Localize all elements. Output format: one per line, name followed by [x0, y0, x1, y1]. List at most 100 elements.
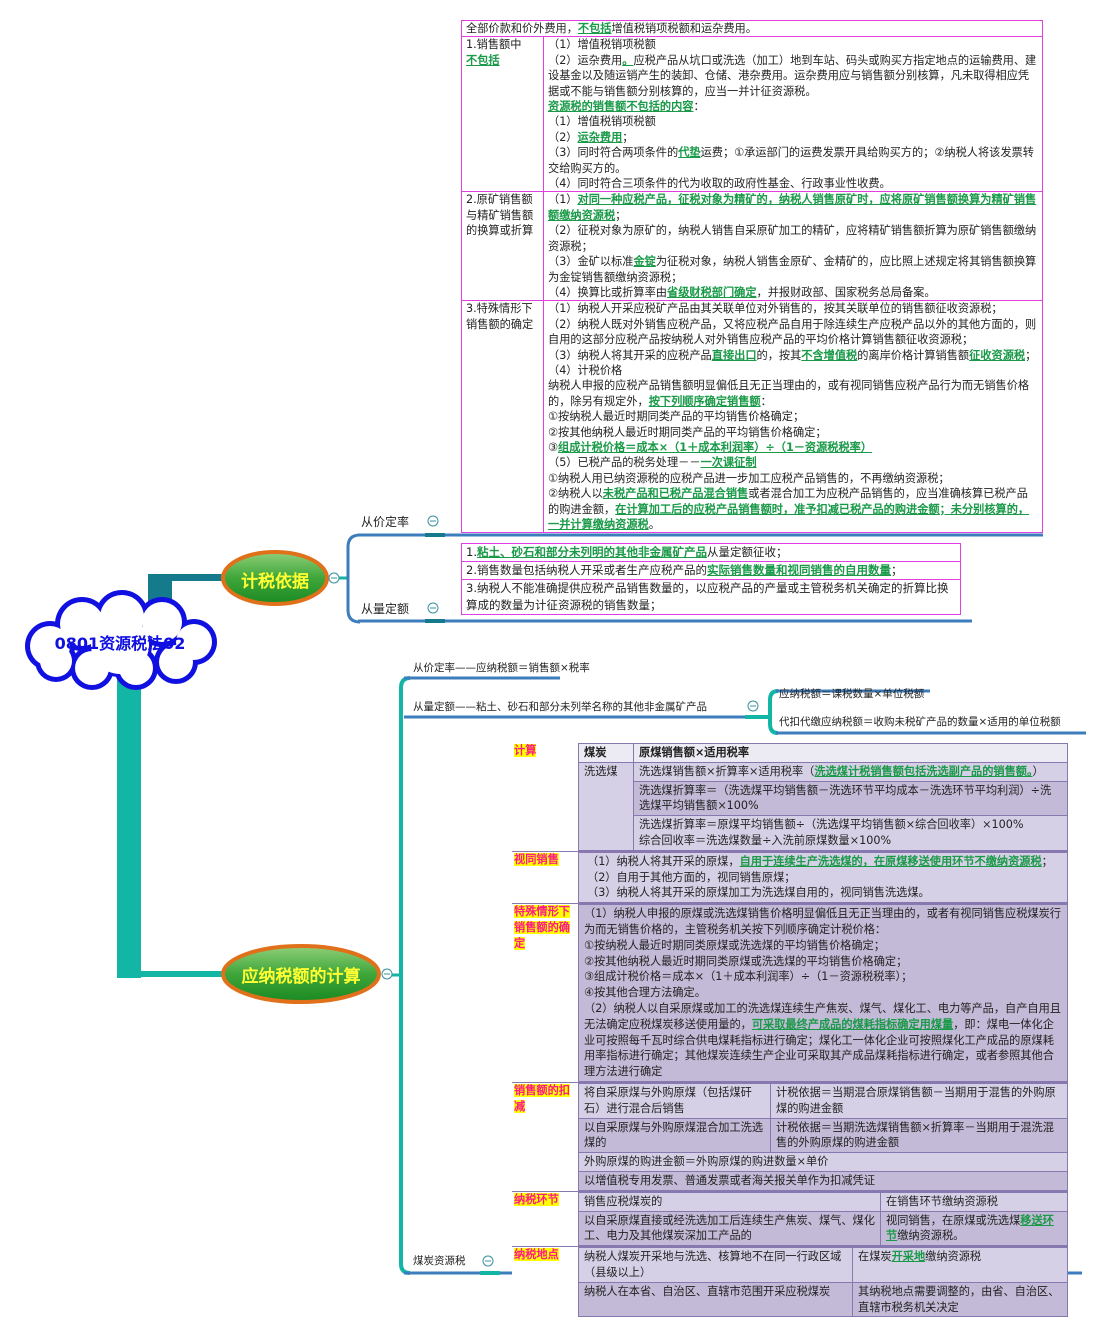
collapse-icon[interactable]	[427, 602, 439, 614]
table-cell: 2.销售数量包括纳税人开采或者生产应税产品的实际销售数量和视同销售的自用数量；	[461, 561, 961, 580]
table-cell: 纳税人在本省、自治区、直辖市范围开采应税煤炭	[578, 1281, 853, 1317]
node-tax-calculation[interactable]: 应纳税额的计算	[241, 967, 361, 987]
paragraph: （2）运杂费用。应税产品从坑口或洗选（加工）地到车站、码头或购买方指定地点的运输…	[548, 53, 1038, 99]
paragraph: 1.销售额中	[466, 37, 539, 52]
paragraph: （4）同时符合三项条件的代为收取的政府性基金、行政事业性收费。	[548, 176, 1038, 191]
highlight-text: 代垫	[678, 146, 701, 160]
text-segment: （3）纳税人将其开采的原煤加工为洗选煤自用的，视同销售洗选煤。	[587, 886, 930, 900]
text-segment: （4）换算比或折算率由	[548, 285, 667, 299]
text-segment: ①按纳税人最近时期同类产品的平均销售价格确定；	[548, 410, 805, 424]
paragraph: （1）增值税销项税额	[548, 114, 1038, 129]
text-segment: 洗选煤销售额×折算率×适用税率（	[639, 764, 815, 778]
paragraph: 纳税人在本省、自治区、直辖市范围开采应税煤炭	[584, 1284, 847, 1300]
text-segment: 洗选煤折算率＝（洗选煤平均销售额－洗选环节平均成本－洗选环节平均利润）÷洗选煤平…	[639, 783, 1052, 813]
paragraph: （2）运杂费用；	[548, 130, 1038, 145]
paragraph: 计税依据＝当期混合原煤销售额－当期用于混售的外购原煤的购进金额	[776, 1085, 1062, 1117]
table-cell: 视同销售，在原煤或洗选煤移送环节缴纳资源税。	[880, 1210, 1068, 1247]
topic-ad-valorem-formula[interactable]: 从价定率——应纳税额＝销售额×税率	[413, 662, 590, 674]
table-cell: 1.粘土、砂石和部分未列明的其他非金属矿产品从量定额征收；	[461, 543, 961, 562]
paragraph: （1）对同一种应税产品，征税对象为精矿的，纳税人销售原矿时，应将原矿销售额换算为…	[548, 192, 1038, 223]
text-segment: 综合回收率＝洗选煤数量÷入洗前原煤数量×100%	[639, 833, 892, 847]
text-segment: ；	[1025, 348, 1037, 362]
bracket	[346, 533, 361, 624]
topic-specific-amount[interactable]: 从量定额	[361, 602, 410, 616]
text-segment: 缴纳资源税。	[897, 1229, 965, 1243]
paragraph: ④按其他合理方法确定。	[584, 985, 1062, 1001]
table-cell: 以自采原煤与外购原煤混合加工洗选煤的	[578, 1117, 771, 1154]
node-tax-basis[interactable]: 计税依据	[241, 572, 309, 592]
text-segment: ；	[622, 130, 634, 144]
highlight-text: 洗选煤计税销售额包括洗选副产品的销售额。	[814, 764, 1033, 778]
text-segment: （1）增值税销项税额	[548, 38, 656, 52]
text-segment: （1）纳税人将其开采的原煤，	[587, 854, 740, 868]
row-content: （1）纳税人开采应税矿产品由其关联单位对外销售的，按其关联单位的销售额征收资源税…	[543, 300, 1043, 534]
collapse-icon[interactable]	[328, 572, 340, 584]
collapse-icon[interactable]	[381, 968, 393, 980]
topic-ad-valorem[interactable]: 从价定率	[361, 515, 410, 529]
highlight-text: 不包括	[466, 53, 500, 67]
paragraph: （1）纳税人将其开采的原煤，自用于连续生产洗选煤的，在原煤移送使用环节不缴纳资源…	[587, 854, 1062, 870]
text-segment: 增值税销项税额和运杂费用。	[611, 22, 757, 35]
collapse-icon[interactable]	[427, 515, 439, 527]
text-segment: 纳税人申报的应税产品销售额明显偏低且无正当理由的，或有视同销售应税产品行为而无销…	[548, 379, 1030, 408]
collapse-icon[interactable]	[747, 700, 759, 712]
text-segment: 计税依据＝当期洗选煤销售额×折算率－当期用于混洗混售的外购原煤的购进金额	[776, 1120, 1054, 1150]
section-deduction: 销售额的扣减 将自采原煤与外购原煤（包括煤矸石）进行混合后销售计税依据＝当期混合…	[512, 1082, 1068, 1192]
paragraph: （2）征税对象为原矿的，纳税人销售自采原矿加工的精矿，应将精矿销售额折算为原矿销…	[548, 223, 1038, 254]
paragraph: ①按纳税人最近时期同类产品的平均销售价格确定；	[548, 409, 1038, 424]
topic-tax-formula[interactable]: 应纳税额＝课税数量×单位税额	[779, 688, 925, 700]
paragraph: 以自采原煤直接或经洗选加工后连续生产焦炭、煤气、煤化工、电力及其他煤炭深加工产品…	[584, 1213, 875, 1245]
text-segment: ；	[615, 208, 627, 222]
topic-coal-resource-tax[interactable]: 煤炭资源税	[413, 1255, 466, 1267]
table-cell: 在煤炭开采地缴纳资源税	[852, 1247, 1068, 1283]
text-segment: 以自采原煤直接或经洗选加工后连续生产焦炭、煤气、煤化工、电力及其他煤炭深加工产品…	[584, 1213, 875, 1243]
table-row: 2.销售数量包括纳税人开采或者生产应税产品的实际销售数量和视同销售的自用数量；	[461, 561, 961, 580]
text-segment: （3）同时符合两项条件的	[548, 146, 679, 160]
node-ellipse	[221, 550, 329, 606]
table-cell: 其纳税地点需要调整的，由省、自治区、直辖市税务机关决定	[852, 1281, 1068, 1317]
text-segment: （2）	[548, 130, 578, 144]
paragraph: 2.销售数量包括纳税人开采或者生产应税产品的实际销售数量和视同销售的自用数量；	[466, 562, 956, 579]
text-segment: ：	[760, 394, 772, 408]
table-cell: 外购原煤的购进金额＝外购原煤的购进数量×单价	[578, 1152, 1068, 1172]
topic-withholding-formula[interactable]: 代扣代缴应纳税额＝收购未税矿产品的数量×适用的单位税额	[779, 716, 1061, 728]
paragraph: ②按其他纳税人最近时期同类原煤或洗选煤的平均销售价格确定；	[584, 954, 1062, 970]
text-segment: 计税依据＝当期混合原煤销售额－当期用于混售的外购原煤的购进金额	[776, 1085, 1056, 1115]
text-segment: 3.特殊情形下销售额的确定	[466, 302, 534, 331]
paragraph: （2）自用于其他方面的，视同销售原煤；	[587, 870, 1062, 886]
paragraph: 将自采原煤与外购原煤（包括煤矸石）进行混合后销售	[584, 1085, 765, 1117]
paragraph: 1.粘土、砂石和部分未列明的其他非金属矿产品从量定额征收；	[466, 544, 956, 561]
paragraph: ③组成计税价格＝成本×（1＋成本利润率）÷（1－资源税税率）	[548, 440, 1038, 455]
text-segment: ①按纳税人最近时期同类原煤或洗选煤的平均销售价格确定；	[584, 938, 885, 952]
table-header: 原煤销售额×适用税率	[633, 743, 1068, 763]
table-cell: 纳税人煤炭开采地与洗选、核算地不在同一行政区域（县级以上）	[578, 1247, 853, 1283]
paragraph: 不包括	[466, 53, 539, 68]
topic-specific-amount[interactable]: 从量定额——粘土、砂石和部分未列举名称的其他非金属矿产品	[413, 701, 707, 713]
specific-amount-table: 1.粘土、砂石和部分未列明的其他非金属矿产品从量定额征收； 2.销售数量包括纳税…	[461, 543, 961, 615]
collapse-icon[interactable]	[482, 1255, 494, 1267]
text-segment: （2）运杂费用	[548, 53, 623, 67]
root-title[interactable]: 0801资源税法02	[54, 634, 186, 653]
highlight-text: 自用于连续生产洗选煤的，在原煤移送使用环节不缴纳资源税	[739, 854, 1042, 868]
paragraph: 其纳税地点需要调整的，由省、自治区、直辖市税务机关决定	[858, 1284, 1062, 1316]
section-special-case: 特殊情形下销售额的确定 （1）纳税人申报的原煤或洗选煤销售价格明显偏低且无正当理…	[512, 903, 1068, 1083]
text-segment: ：	[693, 100, 705, 114]
text-segment: 1.销售额中	[466, 38, 522, 52]
section-tag: 计算	[514, 744, 537, 757]
paragraph: 3.纳税人不能准确提供应税产品销售数量的，以应税产品的产量或主管税务机关确定的折…	[466, 580, 956, 614]
text-segment: ；	[890, 563, 903, 577]
text-segment: 外购原煤的购进金额＝外购原煤的购进数量×单价	[584, 1155, 829, 1169]
branch-connector	[148, 574, 224, 581]
text-segment: 在销售环节缴纳资源税	[886, 1194, 998, 1208]
row-label: 2.原矿销售额与精矿销售额的换算或折算	[461, 191, 544, 302]
table-cell: （1）纳税人申报的原煤或洗选煤销售价格明显偏低且无正当理由的，或者有视同销售应税…	[578, 904, 1068, 1082]
highlight-text: 征收资源税	[969, 348, 1026, 362]
table-row: 全部价款和价外费用，不包括增值税销项税额和运杂费用。	[461, 19, 1043, 38]
text-segment: （3）纳税人将其开采的应税产品	[548, 348, 712, 362]
text-segment: （1）	[548, 193, 578, 207]
table-cell: 将自采原煤与外购原煤（包括煤矸石）进行混合后销售	[578, 1082, 771, 1119]
highlight-text: 资源税的销售额不包括的内容	[548, 100, 694, 114]
paragraph: （2）纳税人以自采原煤或加工的洗选煤连续生产焦炭、煤气、煤化工、电力等产品，自产…	[584, 1001, 1062, 1080]
node-ellipse	[221, 944, 381, 1004]
paragraph: ②纳税人以未税产品和已税产品混合销售或者混合加工为应税产品销售的，应当准确核算已…	[548, 486, 1038, 532]
